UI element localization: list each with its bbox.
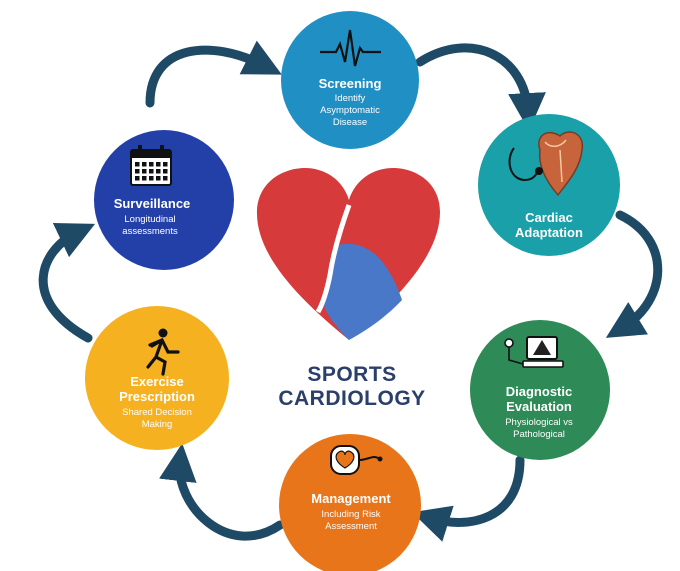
management-circle [279, 434, 421, 571]
arrow-screening-to-cardiac [415, 43, 546, 131]
exercise-title-1: Exercise [130, 374, 184, 389]
arrow-cardiac-to-diagnostic [605, 210, 663, 338]
calendar-day-cell [163, 169, 168, 174]
screening-subtitle-3: Disease [333, 117, 367, 128]
calendar-day-cell [156, 169, 161, 174]
surveillance-subtitle-1: Longitudinal [124, 214, 175, 225]
pacemaker-icon [330, 445, 383, 475]
runner-icon [146, 328, 180, 376]
calendar-day-cell [135, 169, 140, 174]
cardiac-title-1: Cardiac [525, 210, 573, 225]
calendar-day-cell [163, 176, 168, 181]
calendar-day-cell [149, 162, 154, 167]
calendar-day-cell [135, 162, 140, 167]
arrow-management-to-exercise [159, 443, 285, 541]
management-subtitle-2: Assessment [325, 521, 377, 532]
calendar-day-cell [149, 176, 154, 181]
management-title: Management [311, 491, 391, 506]
screening-title: Screening [319, 76, 382, 91]
calendar-day-cell [149, 169, 154, 174]
screening-circle [281, 11, 419, 149]
surveillance-title: Surveillance [114, 196, 191, 211]
calendar-day-cell [156, 162, 161, 167]
diagnostic-title-2: Evaluation [506, 399, 572, 414]
calendar-icon [130, 145, 172, 186]
calendar-day-cell [142, 162, 147, 167]
exercise-title-2: Prescription [119, 389, 195, 404]
calendar-day-cell [135, 176, 140, 181]
arrow-surveillance-to-screening [145, 40, 282, 108]
heart-stethoscope-icon [508, 131, 583, 197]
exercise-subtitle-1: Shared Decision [122, 407, 192, 418]
calendar-day-cell [142, 176, 147, 181]
ecg-waveform-icon [320, 29, 381, 67]
surveillance-circle [94, 130, 234, 270]
diagnostic-title-1: Diagnostic [506, 384, 572, 399]
center-title-line-1: SPORTS [307, 363, 396, 386]
arrow-diagnostic-to-management [411, 455, 525, 542]
heart-logo [256, 168, 440, 340]
ultrasound-machine-icon [504, 336, 564, 368]
cardiac-title-2: Adaptation [515, 225, 583, 240]
center-title-line-2: CARDIOLOGY [278, 387, 425, 410]
cycle-arrows [38, 40, 663, 542]
screening-subtitle-2: Asymptomatic [320, 105, 380, 116]
calendar-day-cell [156, 176, 161, 181]
calendar-day-cell [163, 162, 168, 167]
exercise-subtitle-2: Making [142, 419, 173, 430]
diagnostic-evaluation-circle [470, 320, 610, 460]
management-subtitle-1: Including Risk [321, 509, 380, 520]
surveillance-subtitle-2: assessments [122, 226, 178, 237]
exercise-prescription-circle [85, 306, 229, 450]
calendar-day-cell [142, 169, 147, 174]
diagnostic-subtitle-1: Physiological vs [505, 417, 573, 428]
screening-subtitle-1: Identify [335, 93, 366, 104]
diagnostic-subtitle-2: Pathological [513, 429, 565, 440]
arrow-exercise-to-surveillance [38, 223, 96, 343]
